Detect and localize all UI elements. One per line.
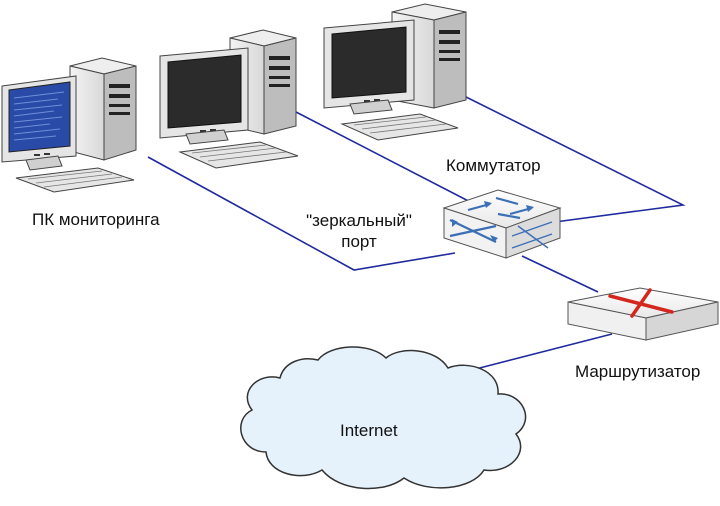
label-internet: Internet <box>340 421 398 440</box>
label-mirror-port: "зеркальный" порт <box>294 210 424 252</box>
label-monitoring-pc: ПК мониторинга <box>32 210 160 229</box>
pc-2 <box>159 29 299 169</box>
router-device <box>567 287 719 341</box>
link-pc2-switch <box>295 111 483 209</box>
link-router-internet <box>467 333 613 372</box>
links <box>147 91 686 372</box>
switch-arrows-icon <box>449 196 534 243</box>
switch-device <box>442 189 562 259</box>
monitor <box>1 75 77 171</box>
label-router: Маршрутизатор <box>575 362 701 381</box>
keyboard <box>178 141 299 169</box>
computer-case <box>69 57 137 161</box>
keyboard <box>15 167 135 193</box>
label-mirror-port-line1: "зеркальный" <box>306 211 412 230</box>
label-switch: Коммутатор <box>446 156 541 175</box>
keyboard <box>340 113 459 141</box>
monitor <box>323 19 415 115</box>
monitor <box>159 47 249 145</box>
internet-cloud <box>240 346 527 490</box>
switch-side-arrows-icon <box>511 221 553 249</box>
label-mirror-port-line2: порт <box>341 232 377 251</box>
pc-monitoring <box>1 57 137 193</box>
link-switch-router <box>521 255 599 293</box>
pc-3 <box>323 3 467 141</box>
router-x-icon <box>608 288 674 318</box>
link-pc-monitoring-switch <box>147 156 456 271</box>
link-pc3-switch <box>455 91 686 223</box>
